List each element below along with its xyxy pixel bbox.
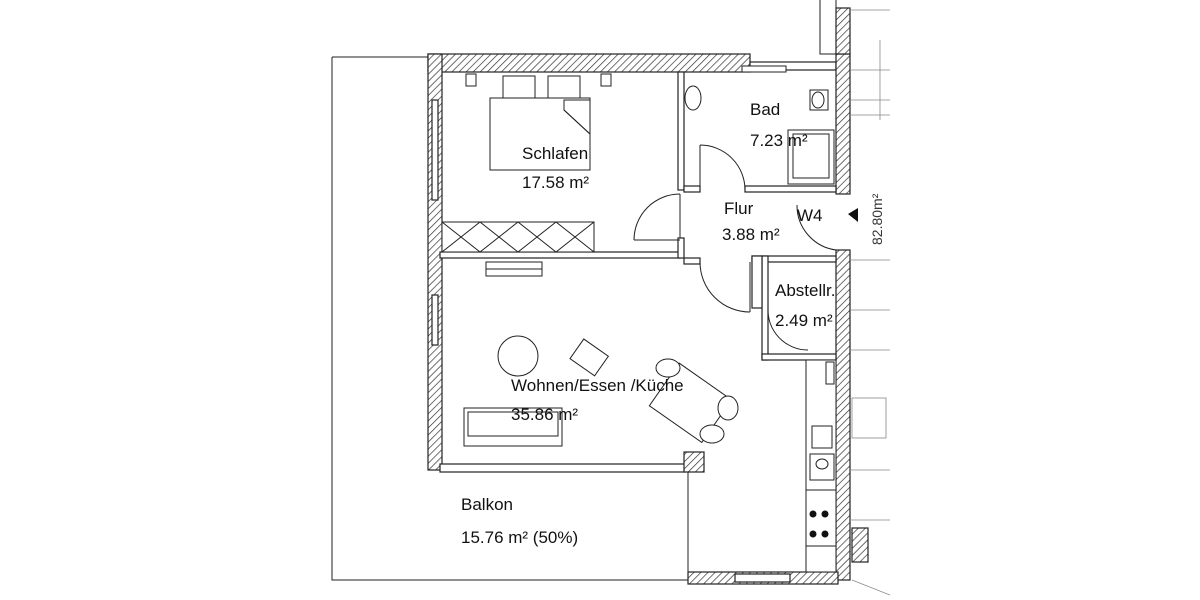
kitchen-sink <box>811 425 833 449</box>
room-area-bad: 7.23 m² <box>750 131 808 150</box>
stove-burner <box>821 530 829 538</box>
living-furniture <box>463 335 739 447</box>
room-name-bad: Bad <box>750 100 780 119</box>
wardrobe <box>441 221 595 253</box>
entrance-arrow-icon <box>848 208 858 222</box>
stove-burner <box>809 530 817 538</box>
bathroom-fixtures <box>684 65 835 185</box>
room-area-flur: 3.88 m² <box>722 225 780 244</box>
nightstand <box>600 73 612 87</box>
nightstand <box>465 73 477 87</box>
round-table <box>497 335 539 377</box>
unit-label: W4 <box>797 206 823 225</box>
room-name-balkon: Balkon <box>461 495 513 514</box>
neighbor-area-fragment: 82.80m² <box>869 193 885 245</box>
pillow <box>502 75 536 99</box>
chair <box>699 424 725 444</box>
room-area-schlafen: 17.58 m² <box>522 173 589 192</box>
room-name-flur: Flur <box>724 199 754 218</box>
stove-burner <box>809 510 817 518</box>
room-area-balkon: 15.76 m² (50%) <box>461 528 578 547</box>
chair <box>569 338 610 377</box>
neighbor-walls <box>819 0 891 596</box>
bedroom-furniture <box>441 73 612 277</box>
stove-burner <box>821 510 829 518</box>
balcony-outline <box>331 56 688 581</box>
room-area-wohnen: 35.86 m² <box>511 405 578 424</box>
room-area-abstellr: 2.49 m² <box>775 311 833 330</box>
room-name-abstellr: Abstellr. <box>775 281 835 300</box>
room-name-wohnen: Wohnen/Essen /Küche <box>511 376 684 395</box>
kitchen <box>805 359 837 573</box>
sink <box>684 85 702 111</box>
chair <box>717 395 739 421</box>
chair <box>655 358 681 378</box>
doors <box>633 144 858 351</box>
room-name-schlafen: Schlafen <box>522 144 588 163</box>
pillow <box>547 75 581 99</box>
dining-table <box>648 362 733 444</box>
exterior-walls <box>427 53 851 585</box>
interior-walls <box>439 71 837 361</box>
